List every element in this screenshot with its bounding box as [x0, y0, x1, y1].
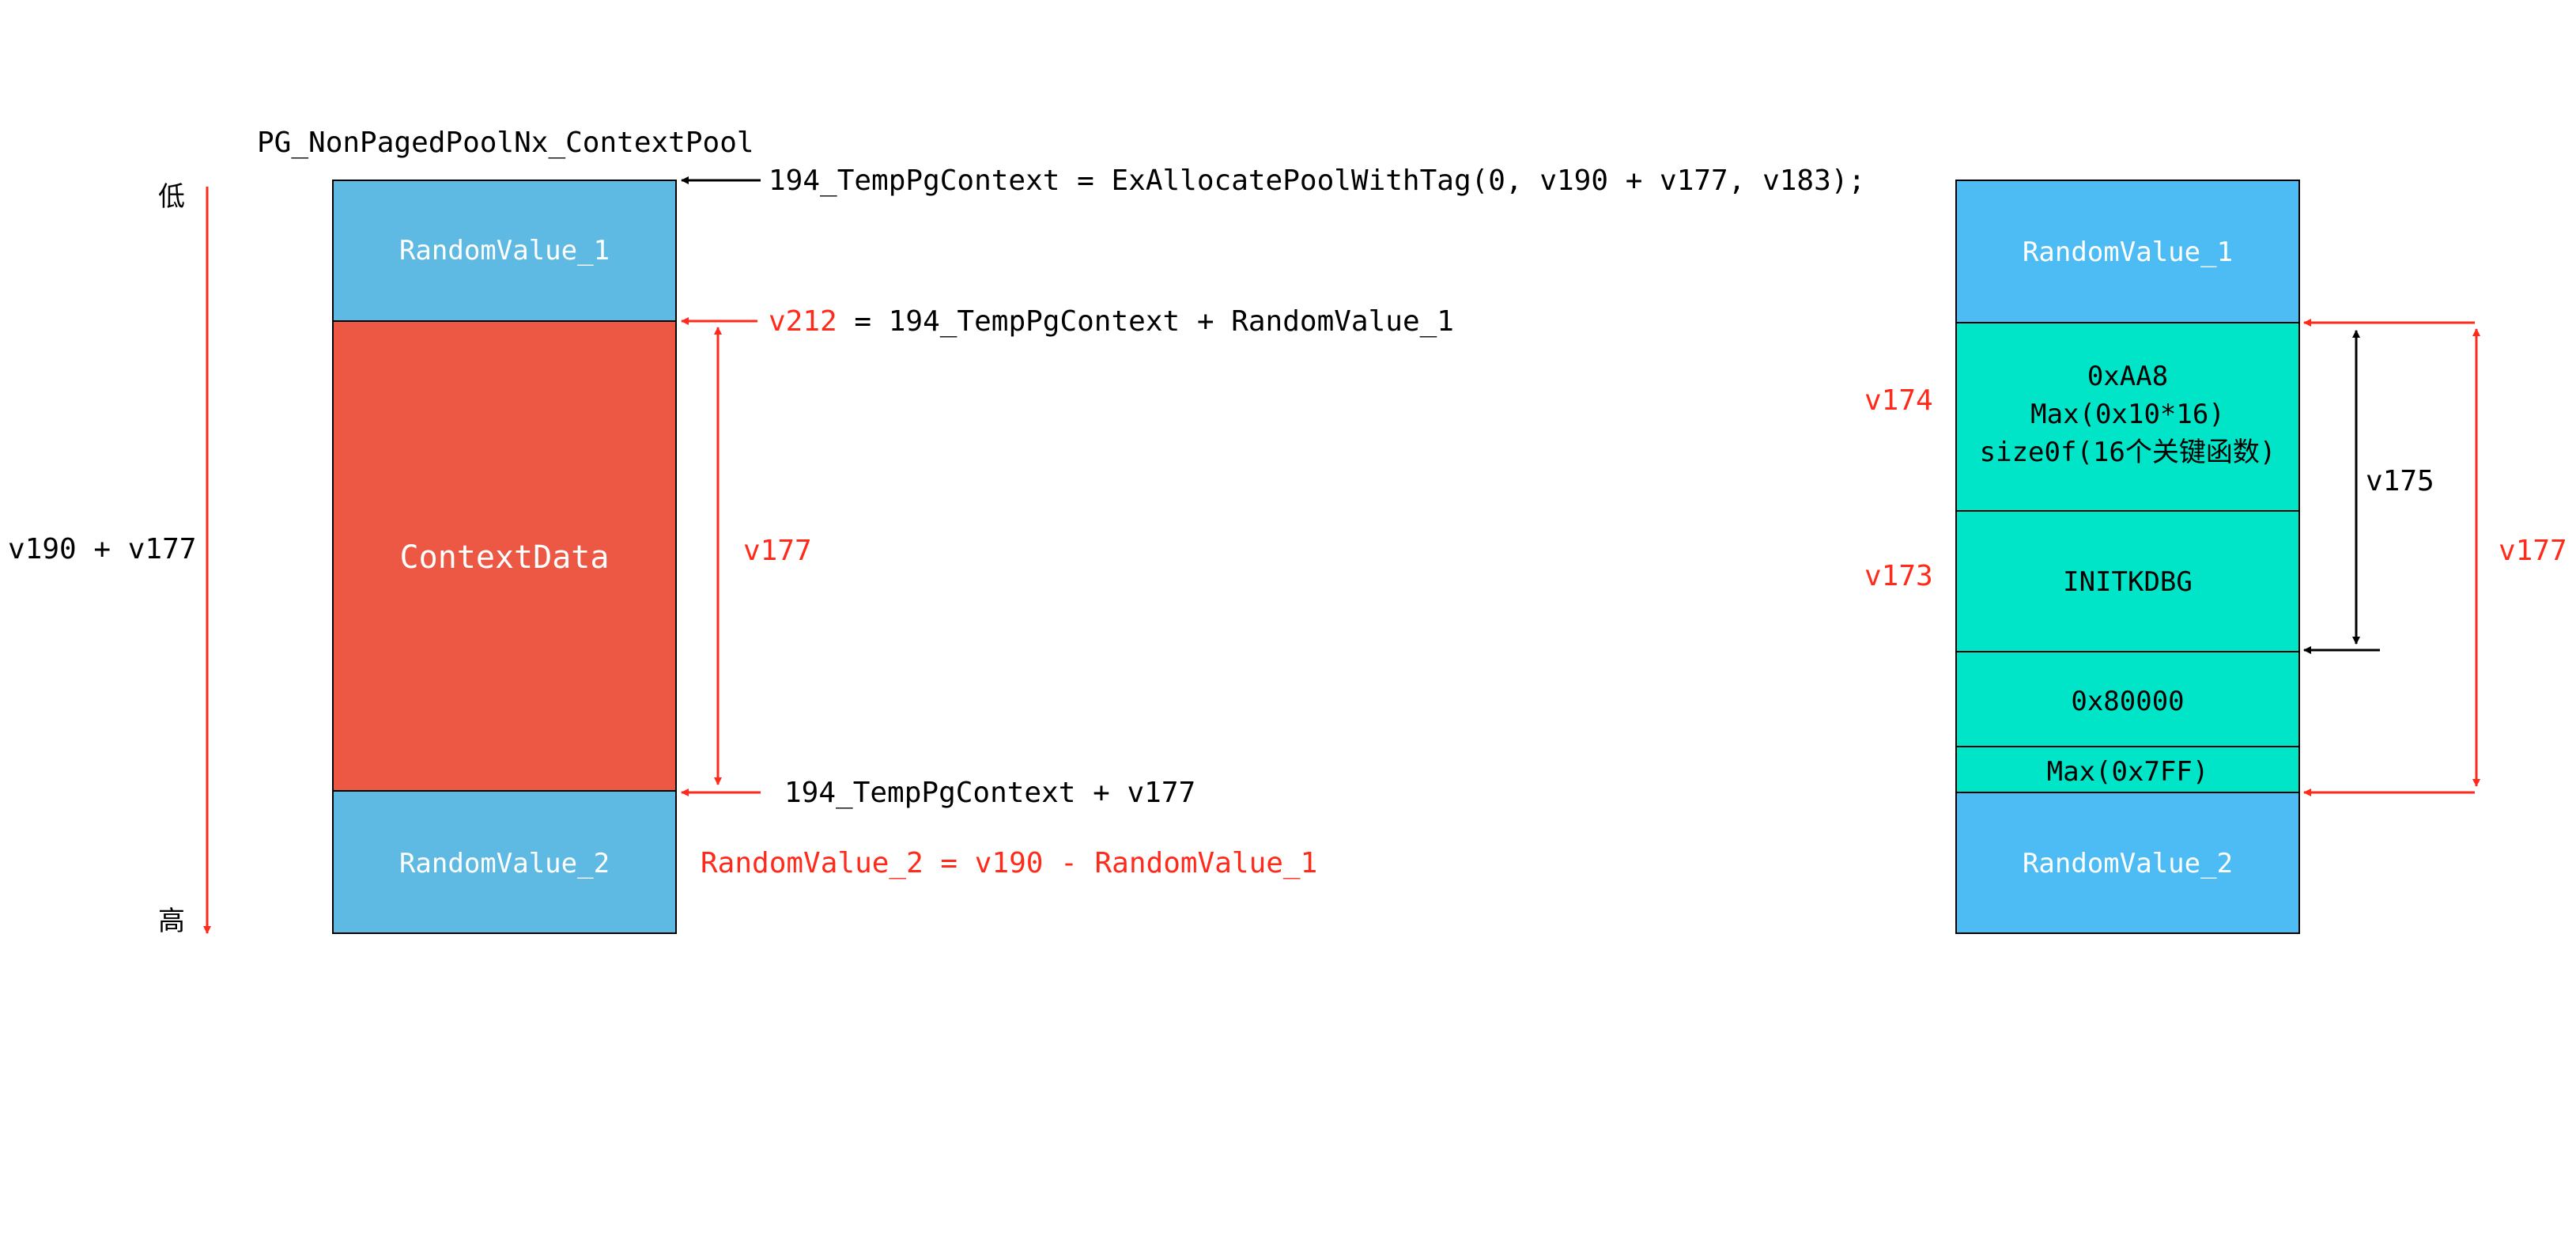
v212-expression: v212 = 194_TempPgContext + RandomValue_1	[769, 305, 1454, 338]
v174-label: v174	[1864, 384, 1933, 417]
high-label: 高	[158, 906, 185, 937]
value-0x80000-block	[1955, 651, 2300, 747]
left-random-value-2-block	[332, 790, 677, 934]
random-value-2-expression: RandomValue_2 = v190 - RandomValue_1	[701, 847, 1317, 879]
header-line-3: size0f(16个关键函数)	[1980, 437, 2276, 468]
max-0x7ff-block	[1955, 746, 2300, 793]
v173-label: v173	[1864, 560, 1933, 592]
pool-name-label: PG_NonPagedPoolNx_ContextPool	[257, 127, 754, 159]
context-data-block	[332, 320, 677, 792]
header-line-2: Max(0x10*16)	[2030, 399, 2225, 430]
v212-expr: = 194_TempPgContext + RandomValue_1	[837, 305, 1454, 338]
header-line-1: 0xAA8	[2087, 361, 2168, 392]
context-data-label: ContextData	[400, 539, 610, 576]
header-block	[1955, 322, 2300, 512]
v177-left-label: v177	[743, 535, 812, 567]
v212-var: v212	[769, 305, 837, 338]
value-0x80000-label: 0x80000	[2071, 686, 2184, 717]
right-random-value-2-label: RandomValue_2	[2023, 848, 2233, 879]
right-random-value-2-block	[1955, 792, 2300, 934]
total-size-label: v190 + v177	[8, 533, 196, 565]
context-end-expression: 194_TempPgContext + v177	[784, 777, 1195, 809]
left-random-value-1-label: RandomValue_1	[399, 235, 610, 267]
right-random-value-1-block	[1955, 180, 2300, 323]
left-random-value-2-label: RandomValue_2	[399, 848, 610, 879]
alloc-expression: 194_TempPgContext = ExAllocatePoolWithTa…	[769, 165, 1865, 197]
right-random-value-1-label: RandomValue_1	[2023, 236, 2233, 268]
max-0x7ff-label: Max(0x7FF)	[2047, 756, 2209, 788]
v177-right-label: v177	[2499, 535, 2567, 567]
initkdbg-block	[1955, 510, 2300, 652]
v175-label: v175	[2366, 465, 2434, 497]
low-label: 低	[158, 181, 185, 213]
initkdbg-label: INITKDBG	[2063, 566, 2193, 598]
